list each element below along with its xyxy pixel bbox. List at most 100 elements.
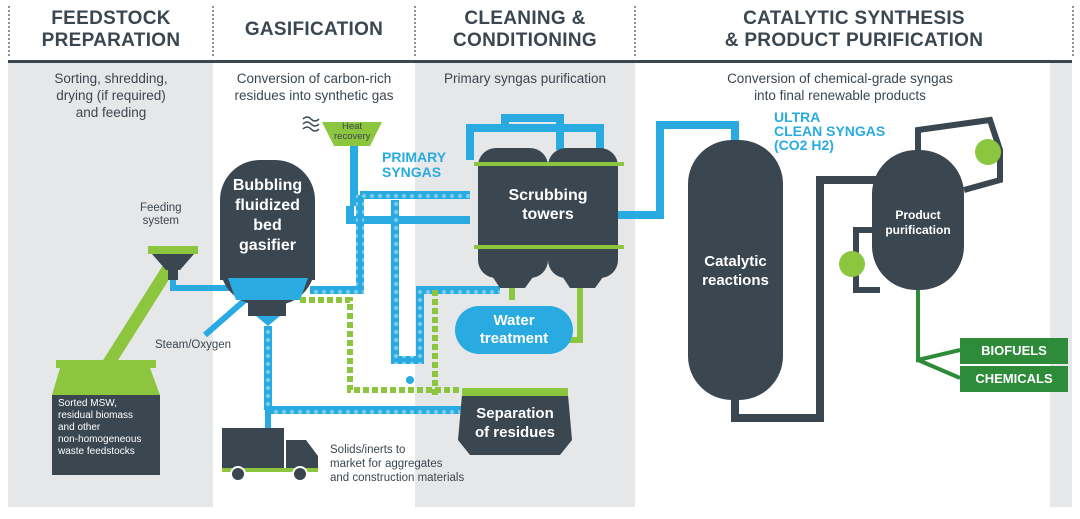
label-line: non-homogeneous: [58, 434, 142, 445]
steam-oxygen-line: [203, 297, 247, 338]
feeding-conveyor: [100, 246, 198, 365]
label-line: reactions: [702, 272, 769, 289]
stage-description-cleaning: Primary syngas purification: [416, 70, 634, 87]
description-line: residues into synthetic gas: [234, 88, 394, 103]
ultra-clean-syngas-label: ULTRA CLEAN SYNGAS (CO2 H2): [774, 110, 885, 152]
water-loop-line: [391, 200, 500, 364]
label-line: system: [142, 215, 179, 227]
stage-description-gasification: Conversion of carbon-rich residues into …: [206, 70, 422, 104]
scrubbing-towers: [474, 148, 624, 288]
water-drop-icon: [406, 376, 414, 384]
description-line: Conversion of carbon-rich: [236, 71, 392, 86]
biofuels-label: BIOFUELS: [981, 343, 1047, 358]
description-line: Primary syngas purification: [443, 71, 607, 86]
label-line: Scrubbing: [508, 187, 588, 204]
label-line: Water: [493, 312, 535, 329]
heat-recovery-unit: [302, 116, 382, 206]
heat-recovery-label: Heat recovery: [334, 122, 370, 142]
label-line: market for aggregates: [330, 458, 443, 470]
header-separator: [8, 6, 10, 56]
biofuels-box: [960, 338, 1068, 364]
label-line: towers: [522, 206, 574, 223]
label-line: treatment: [479, 330, 549, 347]
label-line: recovery: [334, 131, 371, 142]
label-line: Feeding: [140, 202, 182, 214]
title-line: CLEANING &: [464, 8, 586, 29]
stage-title-gasification: GASIFICATION: [214, 0, 414, 60]
title-line: & PRODUCT PURIFICATION: [724, 30, 984, 51]
stage-title-cleaning: CLEANING &CONDITIONING: [416, 0, 634, 60]
description-line: Conversion of chemical-grade syngas: [727, 71, 953, 86]
separation-unit: [458, 388, 572, 455]
separation-label: Separation of residues: [458, 404, 572, 442]
clean-syngas-pipe: [618, 121, 739, 219]
title-line: CATALYTIC SYNTHESIS: [743, 8, 965, 29]
chemicals-box: [960, 366, 1068, 392]
label-line: Heat: [341, 121, 363, 132]
label-line: Product: [895, 208, 941, 222]
label-line: PRIMARY: [382, 149, 447, 165]
product-purification-vessel: [839, 116, 1003, 293]
solids-note-label: Solids/inerts to market for aggregates a…: [330, 443, 464, 485]
stage-description-catalytic: Conversion of chemical-grade syngas into…: [660, 70, 1020, 104]
stage-panel-edge: [1050, 62, 1072, 507]
label-line: residual biomass: [58, 410, 134, 421]
label-line: Separation: [476, 405, 554, 422]
solids-line: [264, 326, 470, 414]
water-treatment-label: Water treatment: [455, 312, 573, 348]
reactor-output-line: [731, 176, 880, 422]
header-separator: [212, 6, 214, 56]
description-line: Sorting, shredding,: [54, 71, 168, 86]
steam-oxygen-label: Steam/Oxygen: [155, 339, 232, 351]
label-line: and construction materials: [330, 472, 465, 484]
gasifier-outlet-line: [310, 195, 364, 294]
label-line: Solids/inerts to: [330, 444, 406, 456]
title-line: CONDITIONING: [453, 30, 597, 51]
scrubbing-towers-label: Scrubbing towers: [478, 186, 618, 224]
tower-link-pipe: [501, 114, 564, 150]
description-line: drying (if required): [56, 88, 166, 103]
gasifier-vessel: [220, 160, 315, 326]
label-line: gasifier: [239, 237, 296, 254]
label-line: fluidized: [235, 197, 300, 214]
green-residue-line: [300, 297, 460, 393]
title-line: FEEDSTOCK: [51, 8, 171, 29]
stage-title-catalytic: CATALYTIC SYNTHESIS& PRODUCT PURIFICATIO…: [636, 0, 1072, 60]
product-purification-label: Product purification: [872, 208, 964, 238]
primary-syngas-label: PRIMARY SYNGAS: [382, 150, 446, 180]
catalytic-reactor: [688, 140, 783, 400]
label-line: SYNGAS: [382, 164, 442, 180]
label-line: Catalytic: [704, 253, 767, 270]
label-line: CLEAN SYNGAS: [774, 123, 886, 139]
stage-description-feedstock: Sorting, shredding, drying (if required)…: [10, 70, 212, 121]
gasifier-label: Bubbling fluidized bed gasifier: [220, 176, 315, 256]
catalytic-reactions-label: Catalytic reactions: [688, 252, 783, 290]
truck-icon: [222, 428, 318, 482]
label-line: ULTRA: [774, 109, 821, 125]
label-line: purification: [885, 223, 951, 237]
water-treatment-unit: [455, 306, 573, 354]
label-line: (CO2 H2): [774, 137, 834, 153]
label-line: of residues: [474, 424, 556, 441]
label-line: Bubbling: [232, 177, 303, 194]
header-separator: [634, 6, 636, 56]
header-rule: [8, 60, 1072, 63]
product-output-lines: [916, 290, 961, 380]
header-separator: [414, 6, 416, 56]
label-line: waste feedstocks: [58, 446, 135, 457]
description-line: into final renewable products: [754, 88, 926, 103]
title-line: PREPARATION: [41, 30, 181, 51]
description-line: and feeding: [75, 105, 147, 120]
title-line: GASIFICATION: [244, 19, 384, 40]
primary-syngas-line: [346, 206, 470, 224]
feeding-system-label: Feeding system: [140, 202, 182, 228]
chemicals-label: CHEMICALS: [975, 371, 1053, 386]
tower-top-pipe: [466, 124, 604, 160]
label-line: Sorted MSW,: [58, 398, 117, 409]
feedstock-silo-label: Sorted MSW, residual biomass and other n…: [58, 398, 141, 458]
header-separator: [1072, 6, 1074, 56]
label-line: bed: [253, 217, 282, 234]
label-line: and other: [58, 422, 101, 433]
